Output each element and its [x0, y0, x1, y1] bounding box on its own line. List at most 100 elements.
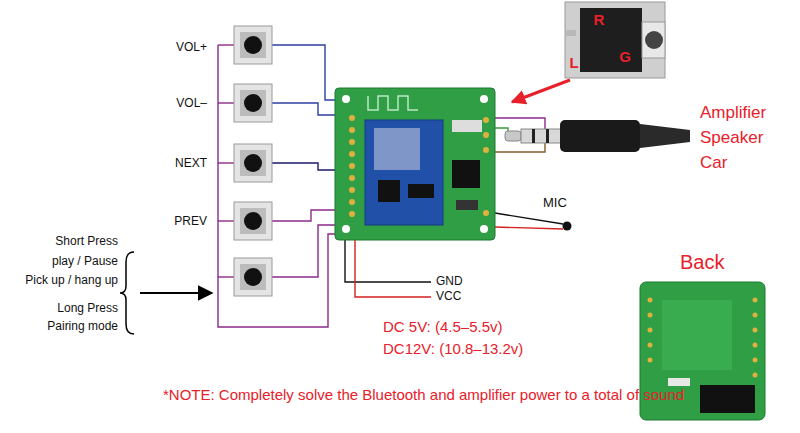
pad: [648, 343, 653, 348]
wire: [218, 276, 234, 277]
pad: [753, 373, 758, 378]
plug-body: [560, 120, 640, 152]
voltage-spec: DC12V: (10.8–13.2v): [383, 341, 523, 358]
pad: [648, 298, 653, 303]
pad: [349, 151, 355, 157]
button-label: PREV: [174, 215, 207, 228]
mount-hole: [342, 225, 350, 233]
mount-hole: [342, 95, 350, 103]
pad: [753, 358, 758, 363]
function-note: Pick up / hang up: [25, 274, 118, 287]
tact-button: [234, 26, 272, 64]
note: *NOTE: Completely solve the Bluetooth an…: [163, 387, 684, 404]
pad: [349, 127, 355, 133]
pad: [349, 163, 355, 169]
button-label: NEXT: [175, 157, 207, 170]
component: [452, 120, 482, 132]
component: [456, 200, 478, 210]
button-cap: [244, 154, 262, 172]
pin-name: R: [594, 12, 605, 29]
pads: [349, 115, 489, 217]
jack-collar: [642, 22, 665, 58]
mic-wire: [495, 213, 563, 224]
plug-ring: [532, 129, 535, 143]
tact-button: [234, 258, 272, 296]
button-frame: [240, 264, 266, 290]
pcb: [335, 88, 495, 240]
button-frame: [240, 208, 266, 234]
jack-socket: [565, 2, 665, 78]
button-body: [234, 258, 272, 296]
view-label: Back: [680, 251, 724, 273]
button-cap: [244, 212, 262, 230]
mount-hole: [480, 95, 488, 103]
signal-name: MIC: [543, 196, 567, 210]
signal-name: GND: [436, 275, 463, 288]
plug-cable: [640, 124, 690, 148]
jack-hole: [645, 31, 663, 49]
output-label: Amplifier: [700, 104, 766, 123]
pad: [648, 358, 653, 363]
plug-sleeve: [521, 129, 561, 143]
chip: [408, 184, 434, 198]
pin-name: G: [619, 49, 631, 66]
pad: [483, 132, 489, 138]
wire: [218, 220, 234, 221]
mic-symbol: [563, 222, 572, 231]
pad: [349, 211, 355, 217]
mount-hole: [480, 225, 488, 233]
button-frame: [240, 90, 266, 116]
pad: [483, 147, 489, 153]
pad: [483, 210, 489, 216]
button-frame: [240, 150, 266, 176]
pad: [753, 313, 758, 318]
module-can: [374, 128, 420, 170]
component: [700, 385, 755, 413]
button-body: [234, 144, 272, 182]
component: [668, 378, 690, 386]
button-body: [234, 84, 272, 122]
pin-name: L: [569, 55, 578, 72]
plug-ring: [546, 129, 549, 143]
pads: [648, 298, 758, 378]
wire: [218, 162, 234, 163]
wire: [272, 163, 335, 170]
plug-tip: [505, 131, 521, 141]
pad: [648, 313, 653, 318]
wire: [272, 210, 335, 221]
gnd-wire: [345, 240, 431, 282]
button-frame: [240, 32, 266, 58]
pad: [753, 328, 758, 333]
bluetooth-board: [335, 88, 495, 240]
pad: [349, 187, 355, 193]
button-label: VOL+: [176, 41, 207, 54]
pad: [349, 175, 355, 181]
pad: [349, 139, 355, 145]
pad: [648, 328, 653, 333]
wire: [218, 102, 234, 103]
wire: [272, 103, 335, 115]
function-note: play / Pause: [52, 255, 118, 268]
amp-chip: [452, 160, 480, 188]
pointer-arrow: [512, 80, 570, 102]
output-label: Speaker: [700, 129, 763, 148]
function-note: Short Press: [55, 235, 118, 248]
common-wire: [218, 45, 335, 327]
brace: [120, 252, 134, 334]
tact-button: [234, 84, 272, 122]
tact-button: [234, 144, 272, 182]
pad: [753, 298, 758, 303]
button-label: VOL–: [176, 97, 207, 110]
wire: [272, 225, 335, 277]
function-note: Long Press: [57, 302, 118, 315]
button-cap: [244, 36, 262, 54]
button-body: [234, 26, 272, 64]
button-wires: [218, 45, 335, 327]
voltage-spec: DC 5V: (4.5–5.5v): [383, 319, 503, 336]
button-cap: [244, 94, 262, 112]
silk-area: [662, 300, 732, 370]
bt-module: [365, 120, 443, 225]
pad: [349, 115, 355, 121]
